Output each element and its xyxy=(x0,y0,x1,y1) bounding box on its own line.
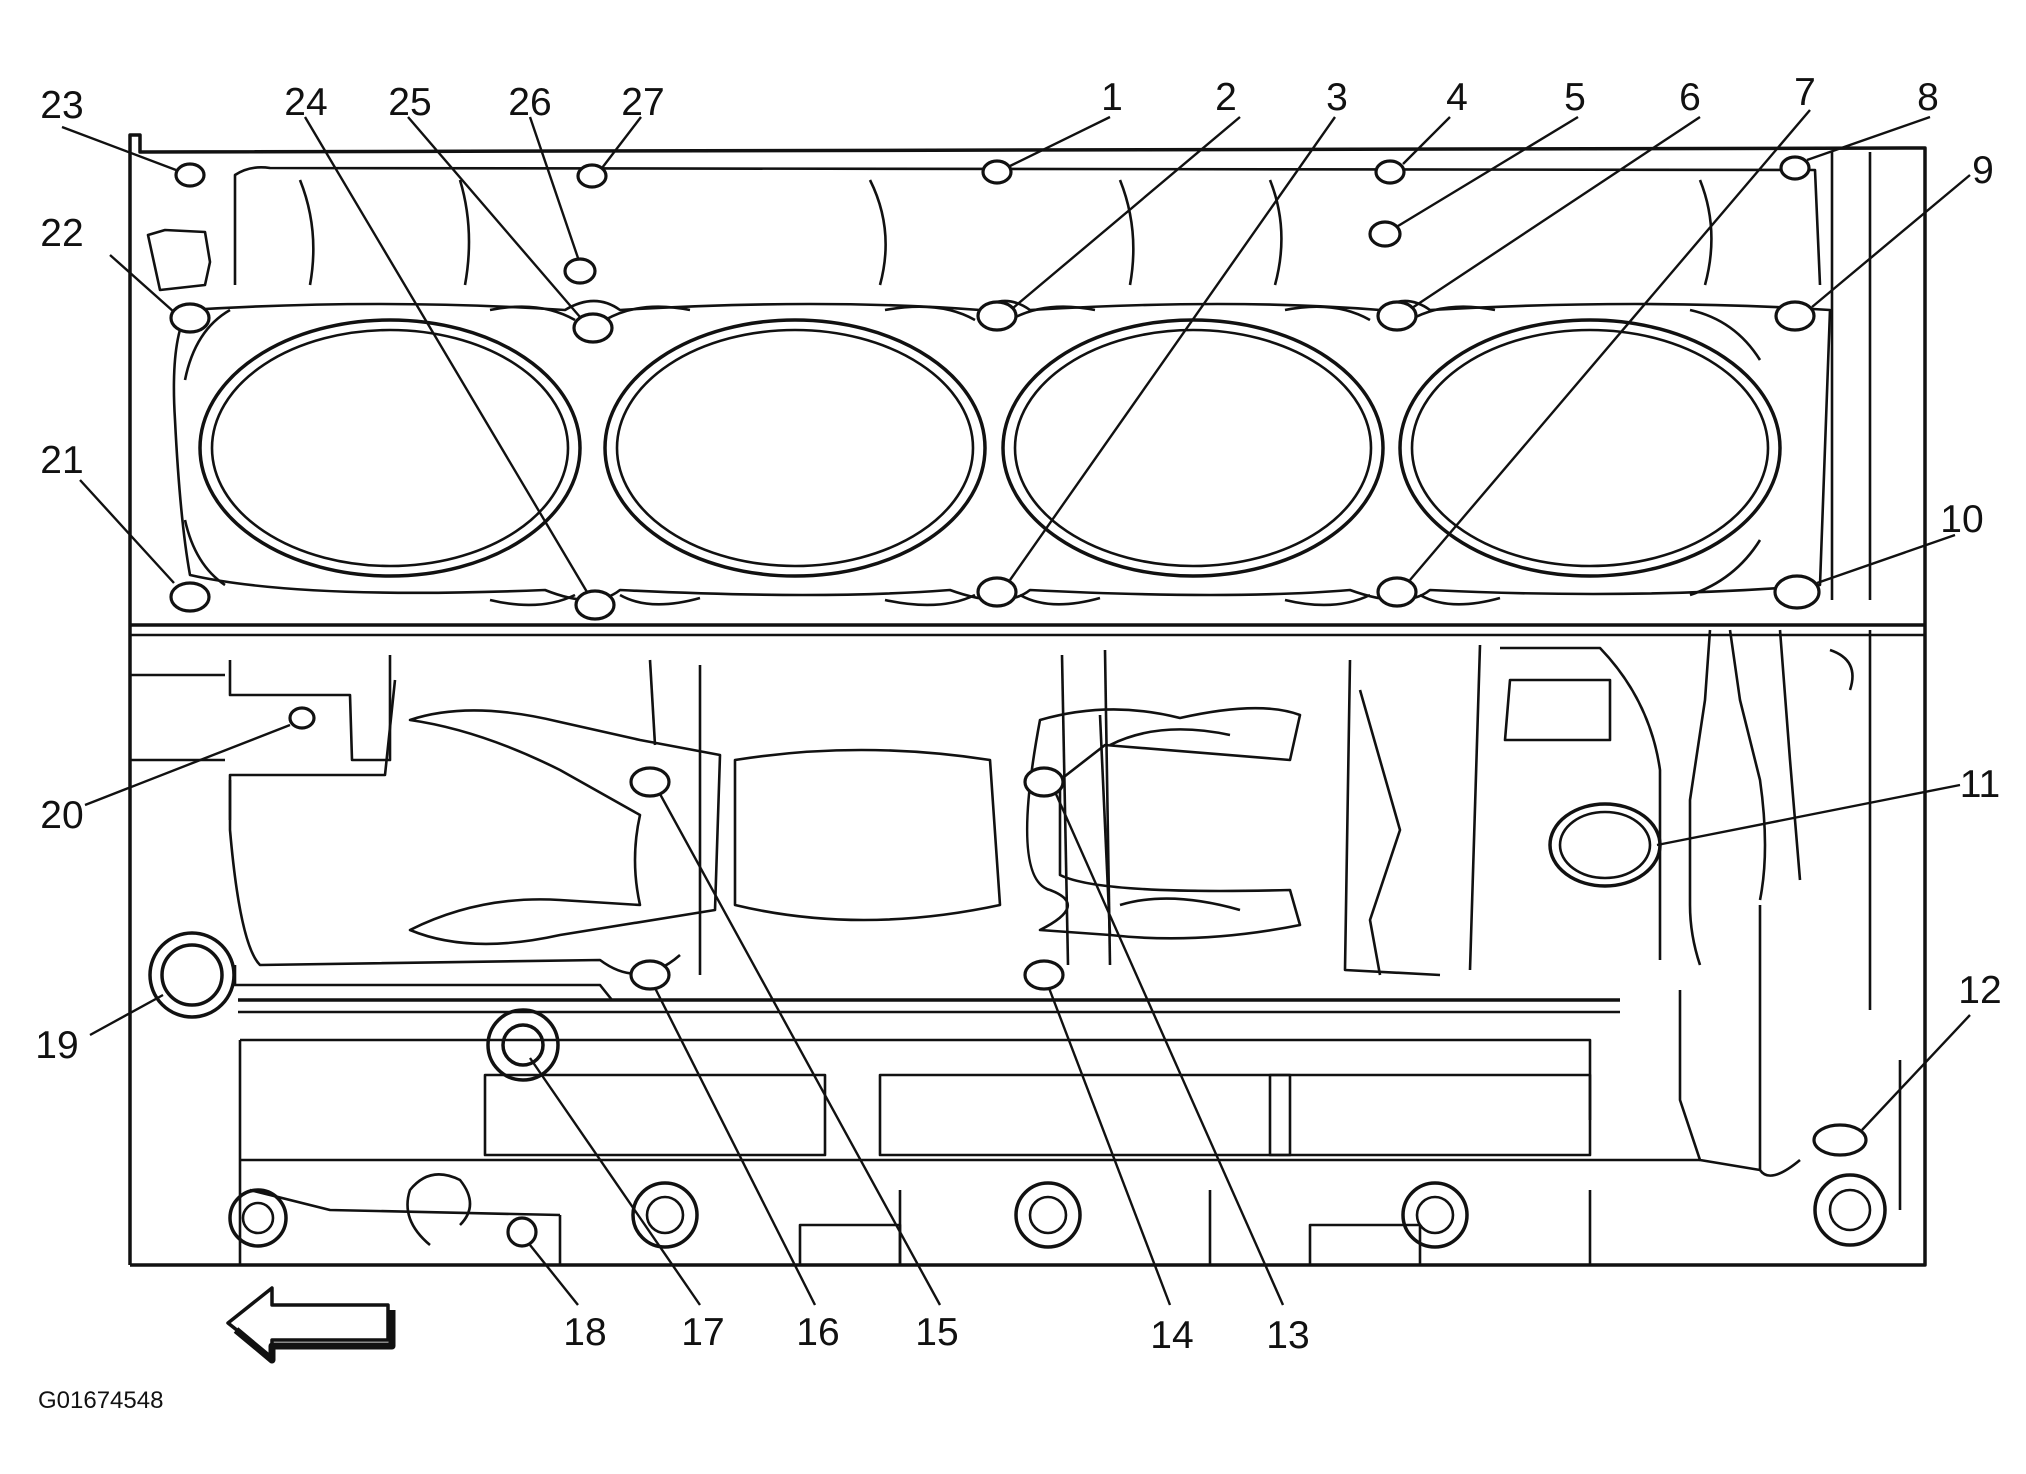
cylinder-bore-4 xyxy=(1398,318,1782,578)
callout-26: 26 xyxy=(508,81,551,124)
callout-labels: 1 2 3 4 5 6 7 8 9 10 11 12 13 14 15 16 1… xyxy=(35,71,2001,1357)
callout-17: 17 xyxy=(681,1311,724,1354)
oil-gallery-plug xyxy=(1548,802,1662,888)
bolt-hole-26 xyxy=(563,257,597,285)
callout-5: 5 xyxy=(1564,76,1586,119)
cylinder-bore-2 xyxy=(603,318,987,578)
callout-15: 15 xyxy=(915,1311,958,1354)
bolt-hole-27 xyxy=(576,163,608,189)
callout-14: 14 xyxy=(1150,1314,1193,1357)
callout-19: 19 xyxy=(35,1024,78,1067)
leader-lines xyxy=(61,109,1971,1306)
deck-surface xyxy=(146,152,1872,602)
bolt-hole-4 xyxy=(1374,159,1406,185)
pan-rail xyxy=(238,998,1700,1267)
bolt-hole-13 xyxy=(1023,766,1065,798)
callout-8: 8 xyxy=(1917,76,1939,119)
callout-9: 9 xyxy=(1972,149,1994,192)
bolt-hole-7 xyxy=(1376,576,1418,608)
deck-bolt-holes xyxy=(169,155,1821,621)
callout-2: 2 xyxy=(1215,76,1237,119)
bolt-hole-2 xyxy=(976,300,1018,332)
bolt-hole-25 xyxy=(572,312,614,344)
crankcase xyxy=(130,629,1902,1210)
callout-20: 20 xyxy=(40,794,83,837)
bolt-hole-12 xyxy=(1812,1123,1868,1157)
bolt-hole-9 xyxy=(1774,300,1816,332)
cylinder-bore-3 xyxy=(1001,318,1385,578)
bolt-hole-20 xyxy=(288,706,316,730)
block-outline xyxy=(128,133,1927,1267)
callout-18: 18 xyxy=(563,1311,606,1354)
callout-27: 27 xyxy=(621,81,664,124)
bolt-hole-14 xyxy=(1023,959,1065,991)
callout-16: 16 xyxy=(796,1311,839,1354)
callout-12: 12 xyxy=(1958,969,2001,1012)
bolt-hole-24 xyxy=(574,589,616,621)
bolt-hole-1 xyxy=(981,159,1013,185)
cylinder-bore-1 xyxy=(198,318,582,578)
bolt-hole-22 xyxy=(169,302,211,334)
callout-13: 13 xyxy=(1266,1314,1309,1357)
callout-21: 21 xyxy=(40,439,83,482)
callout-1: 1 xyxy=(1101,76,1123,119)
callout-24: 24 xyxy=(284,81,327,124)
plug-19 xyxy=(148,931,236,1019)
bolt-hole-21 xyxy=(169,581,211,613)
bolt-hole-16 xyxy=(629,959,671,991)
callout-25: 25 xyxy=(388,81,431,124)
lower-plugs xyxy=(148,931,1887,1249)
bolt-hole-15 xyxy=(629,766,671,798)
plug-17 xyxy=(486,1008,560,1082)
bolt-hole-5 xyxy=(1368,220,1402,248)
bolt-hole-18 xyxy=(506,1216,538,1248)
callout-10: 10 xyxy=(1940,498,1983,541)
arrow-left-icon xyxy=(226,1286,396,1364)
callout-11: 11 xyxy=(1960,763,2001,806)
cylinder-bores xyxy=(198,318,1782,578)
callout-23: 23 xyxy=(40,84,83,127)
bolt-hole-6 xyxy=(1376,300,1418,332)
coolant-passages xyxy=(183,305,1762,607)
figure-id: G01674548 xyxy=(38,1387,163,1414)
main-bearing-webs xyxy=(288,706,1868,1157)
callout-3: 3 xyxy=(1326,76,1348,119)
callout-22: 22 xyxy=(40,212,83,255)
callout-6: 6 xyxy=(1679,76,1701,119)
callout-4: 4 xyxy=(1446,76,1468,119)
callout-7: 7 xyxy=(1794,71,1816,114)
bolt-hole-10 xyxy=(1773,574,1821,610)
bolt-hole-23 xyxy=(174,162,206,188)
bolt-hole-8 xyxy=(1779,155,1811,181)
bolt-hole-3 xyxy=(976,576,1018,608)
